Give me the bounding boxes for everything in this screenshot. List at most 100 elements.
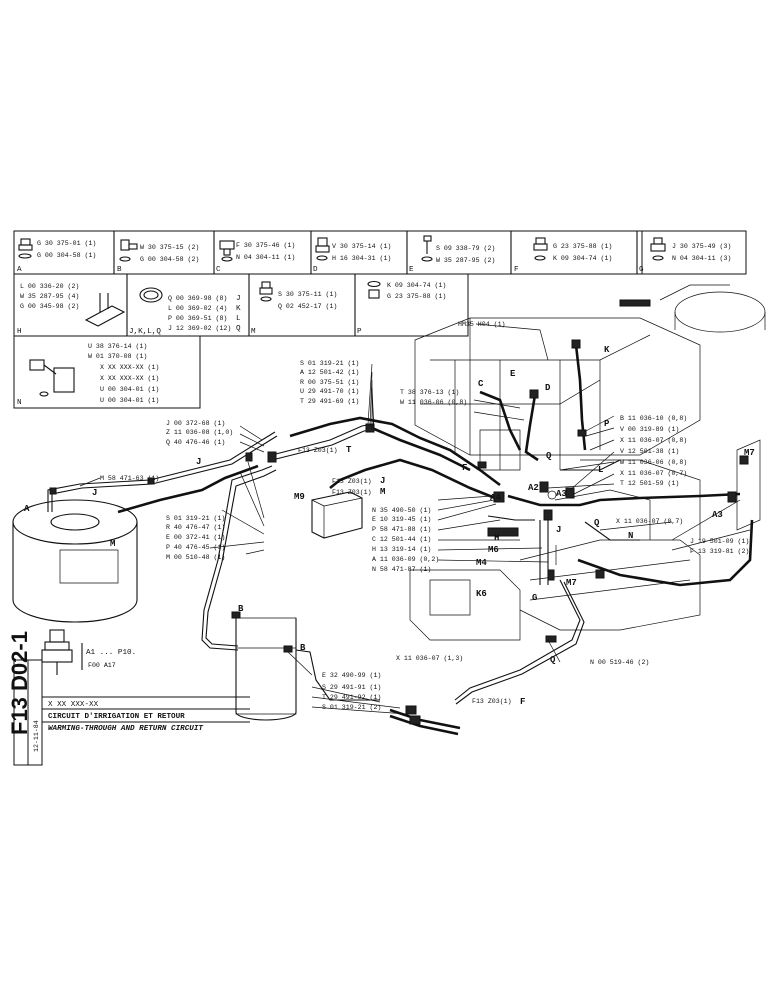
marker-m7: M7 [744,448,755,458]
fitting-icon [545,635,557,643]
marker-j-4: J [556,525,561,535]
engine-block [409,284,766,641]
kit-e-line-1: S 09 338-79 (2) [436,245,495,252]
marker-t: T [346,445,352,455]
marker-n: N [628,531,633,541]
kit-box-b: W 30 375-15 (2) G 00 304-58 (2) B [117,239,199,274]
title-block: F13 D02-1 12-11-84 X XX XXX-XX CIRCUIT D… [7,631,250,766]
marker-a3-2: A3 [712,510,723,520]
callout-r-5: W 11 036-06 (0,8) [620,459,687,466]
callout-t38-2: W 11 036-06 (0,8) [400,399,467,406]
kit-box-n: U 38 376-14 (1) W 01 370-08 (1) X XX XXX… [13,335,201,409]
kit-d-line-1: V 30 375-14 (1) [332,243,391,250]
kit-jklq-line-3: P 00 369-51 (8) [168,315,227,322]
fitting-icon [283,645,293,653]
component-m9: M9 [294,491,363,539]
kit-h-line-2: W 35 287-95 (4) [20,293,79,300]
fittings [49,299,749,725]
marker-b: B [238,604,244,614]
kit-g-line-1: J 30 375-49 (3) [672,243,731,250]
switch-component: A1 ... P10. F00 A17 [41,629,136,675]
marker-q-3: Q [550,655,556,665]
kit-n-letter: N [17,399,22,407]
kit-d-letter: D [313,266,318,274]
kit-box-p: K 09 304-74 (1) G 23 375-88 (1) P [357,280,446,336]
kit-box-g: J 30 375-49 (3) N 04 304-11 (3) G [639,237,731,274]
callout-ll-2: R 40 476-47 (1) [166,524,225,531]
marker-j-3: J [380,476,385,486]
fitting-icon [147,477,155,485]
callout-hm35: HM35 H04 (1) [458,321,505,328]
fitting-icon [409,715,421,725]
callout-ul-2: Z 11 036-08 (1,0) [166,429,233,436]
kit-n-line-5: U 00 304-01 (1) [100,386,159,393]
tee-fitting-icon [219,240,235,262]
kit-letter-j: J [236,295,241,303]
kit-box-f: G 23 375-88 (1) K 09 304-74 (1) F [514,237,612,274]
rotary-switch-icon [41,629,73,675]
fitting-icon [543,509,553,521]
kit-b-line-2: G 00 304-58 (2) [140,256,199,263]
callout-ll-3: E 00 372-41 (1) [166,534,225,541]
plug-fitting-icon [533,237,548,261]
marker-l: L [598,465,603,475]
callout-f13-b: F13 Z03(1) [332,478,372,485]
callout-mc-1: N 35 490-50 (1) [372,507,431,514]
fitting-icon [739,455,749,465]
callout-r-3: X 11 036-07 (0,8) [620,437,687,444]
kit-a-line-2: G 00 304-58 (1) [37,252,96,259]
bracket-icon [84,293,126,327]
callout-bl-4: S 01 319-21 (2) [322,704,381,711]
fitting-icon [619,299,651,307]
kit-b-letter: B [117,266,122,274]
kit-jklq-line-2: L 00 369-02 (4) [168,305,227,312]
kit-p-line-1: K 09 304-74 (1) [387,282,446,289]
marker-b-2: B [300,643,306,653]
kit-letter-q: Q [236,325,241,333]
kit-box-m: S 30 375-11 (1) Q 02 452-17 (1) M [251,281,337,336]
callout-mc-4: C 12 501-44 (1) [372,536,431,543]
kit-box-c: F 30 375-46 (1) N 04 304-11 (1) C [216,240,295,274]
fitting-icon [267,451,277,463]
kit-box-d: V 30 375-14 (1) H 16 304-31 (1) D [313,237,391,274]
switch-label-f00: F00 A17 [88,662,116,669]
fitting-icon [595,569,605,579]
switch-label-a1: A1 ... P10. [86,649,136,657]
pipe-network [47,344,754,736]
kit-c-letter: C [216,266,221,274]
kit-jklq-line-4: J 12 369-02 (12) [168,325,231,332]
kit-a-letter: A [17,266,22,274]
callout-um-1: S 01 319-21 (1) [300,360,359,367]
callout-bl-3: T 29 491-92 (1) [322,694,381,701]
kit-e-letter: E [409,266,414,274]
kit-b-line-1: W 30 375-15 (2) [140,244,199,251]
marker-g: G [532,593,537,603]
kit-a-line-1: G 30 375-01 (1) [37,240,96,247]
seal-ring-icon [367,280,381,299]
kit-g-line-2: N 04 304-11 (3) [672,255,731,262]
heater-valve-icon [29,359,75,397]
kit-box-a: G 30 375-01 (1) G 00 304-58 (1) A [17,238,96,274]
kit-box-jklq: Q 00 369-98 (8) L 00 369-02 (4) P 00 369… [129,287,241,336]
marker-k6: K6 [476,589,487,599]
callout-m58: M 58 471-63 (1) [100,475,159,482]
kit-m-letter: M [251,328,256,336]
marker-j-2: J [92,488,97,498]
callout-ul-3: Q 40 476-46 (1) [166,439,225,446]
fitting-icon [529,389,539,399]
marker-j: J [196,457,201,467]
fitting-icon [571,339,581,349]
kit-letter-k: K [236,305,241,313]
kit-h-letter: H [17,328,22,336]
leader-lines [79,323,751,715]
marker-p: P [604,419,610,429]
bolt-icon [421,235,433,262]
callout-um-2: A 12 501-42 (1) [300,369,359,376]
marker-f: F [462,463,467,473]
callout-mc-7: N 58 471-87 (1) [372,566,431,573]
kit-d-line-2: H 16 304-31 (1) [332,255,391,262]
callout-bl-1: E 32 490-99 (1) [322,672,381,679]
sheet-code: F13 D02-1 [7,631,32,735]
callout-f13-d: F13 Z03(1) [472,698,512,705]
